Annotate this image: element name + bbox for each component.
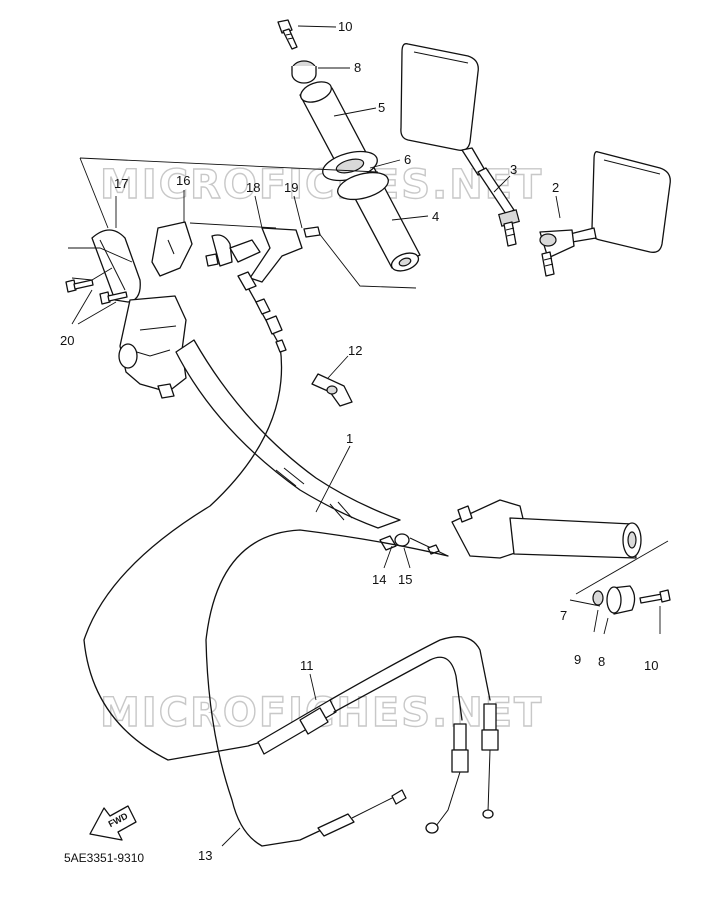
callout-14: 14 (372, 572, 386, 587)
callout-6: 6 (404, 152, 411, 167)
callout-9: 9 (574, 652, 581, 667)
callout-17: 17 (114, 176, 128, 191)
mirror-left (400, 43, 520, 247)
bar-end-bolt-upper (277, 19, 298, 50)
cable-adjuster (379, 533, 449, 557)
bar-end-weight-lower-8 (606, 585, 636, 615)
callout-10-top: 10 (338, 19, 352, 34)
lever-holder-assembly (91, 221, 321, 303)
callout-13: 13 (198, 848, 212, 863)
callout-20: 20 (60, 333, 74, 348)
bar-end-collar-9 (592, 590, 604, 606)
throttle-grip-right (451, 499, 642, 559)
callout-7: 7 (560, 608, 567, 623)
handlebar (175, 339, 401, 529)
callout-18: 18 (246, 180, 260, 195)
callout-4: 4 (432, 209, 439, 224)
bar-end-tip (390, 252, 420, 272)
callout-3: 3 (510, 162, 517, 177)
clutch-cable (83, 271, 321, 761)
screw-20b (99, 291, 128, 305)
cable-clamp (311, 373, 353, 407)
grip-collar-ring-2 (337, 171, 389, 201)
callout-1: 1 (346, 431, 353, 446)
callout-19: 19 (284, 180, 298, 195)
callout-12: 12 (348, 343, 362, 358)
throttle-housing-left (118, 295, 187, 399)
callout-8-top: 8 (354, 60, 361, 75)
callout-10-bottom: 10 (644, 658, 658, 673)
bar-end-weight-upper (291, 60, 317, 84)
callout-5: 5 (378, 100, 385, 115)
bar-end-bolt-lower-10 (639, 589, 671, 604)
callout-16: 16 (176, 173, 190, 188)
fwd-arrow-icon: FWD (89, 805, 137, 841)
callout-8-bottom: 8 (598, 654, 605, 669)
callout-2: 2 (552, 180, 559, 195)
callout-11: 11 (300, 658, 314, 673)
callout-15: 15 (398, 572, 412, 587)
diagram-code: 5AE3351-9310 (64, 851, 144, 865)
screw-20a (65, 279, 94, 293)
throttle-cable-return (257, 636, 499, 834)
mirror-right (539, 151, 671, 277)
throttle-cable-pull (205, 529, 449, 847)
